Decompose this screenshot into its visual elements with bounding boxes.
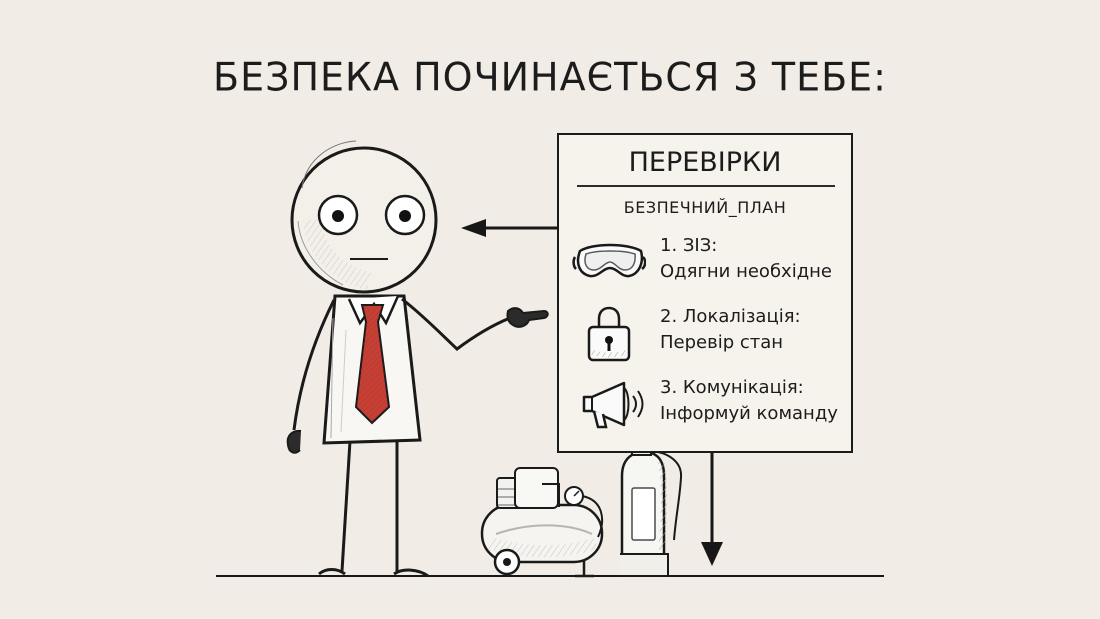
panel-heading-divider — [577, 185, 835, 187]
panel-heading: ПЕРЕВІРКИ — [628, 147, 782, 178]
check-item-number-label: 3. Комунікація: — [660, 377, 804, 398]
check-item-localization: 2. Локалізація: Перевір стан — [572, 304, 842, 362]
check-item-text: 1. ЗІЗ: Одягни необхідне — [660, 233, 855, 285]
check-item-number-label: 1. ЗІЗ: — [660, 235, 718, 256]
figure-head — [290, 140, 438, 294]
red-tie — [354, 304, 391, 425]
figure-arms — [286, 297, 549, 454]
check-item-description: Одягни необхідне — [660, 261, 832, 282]
check-item-ppe: 1. ЗІЗ: Одягни необхідне — [572, 233, 842, 291]
check-item-number-label: 2. Локалізація: — [660, 306, 801, 327]
slide-title: БЕЗПЕКА ПОЧИНАЄТЬСЯ З ТЕБЕ: — [213, 54, 887, 100]
stick-figure — [286, 140, 549, 578]
panel-subheading: БЕЗПЕЧНИЙ_ПЛАН — [623, 198, 787, 217]
arrow-to-head — [461, 219, 557, 237]
check-item-text: 2. Локалізація: Перевір стан — [660, 304, 855, 356]
megaphone-icon — [582, 381, 644, 429]
arrow-to-ground — [701, 453, 723, 566]
safety-goggles-icon — [572, 243, 646, 278]
check-item-text: 3. Комунікація: Інформуй команду — [660, 375, 855, 427]
padlock-icon — [587, 306, 631, 362]
check-item-description: Інформуй команду — [660, 403, 838, 424]
air-compressor — [480, 467, 604, 578]
check-item-communication: 3. Комунікація: Інформуй команду — [572, 375, 842, 433]
checks-panel: ПЕРЕВІРКИ БЕЗПЕЧНИЙ_ПЛАН 1. ЗІЗ: Одягни … — [557, 133, 853, 453]
check-item-description: Перевір стан — [660, 332, 784, 353]
figure-torso — [322, 294, 422, 445]
figure-legs — [318, 440, 429, 578]
